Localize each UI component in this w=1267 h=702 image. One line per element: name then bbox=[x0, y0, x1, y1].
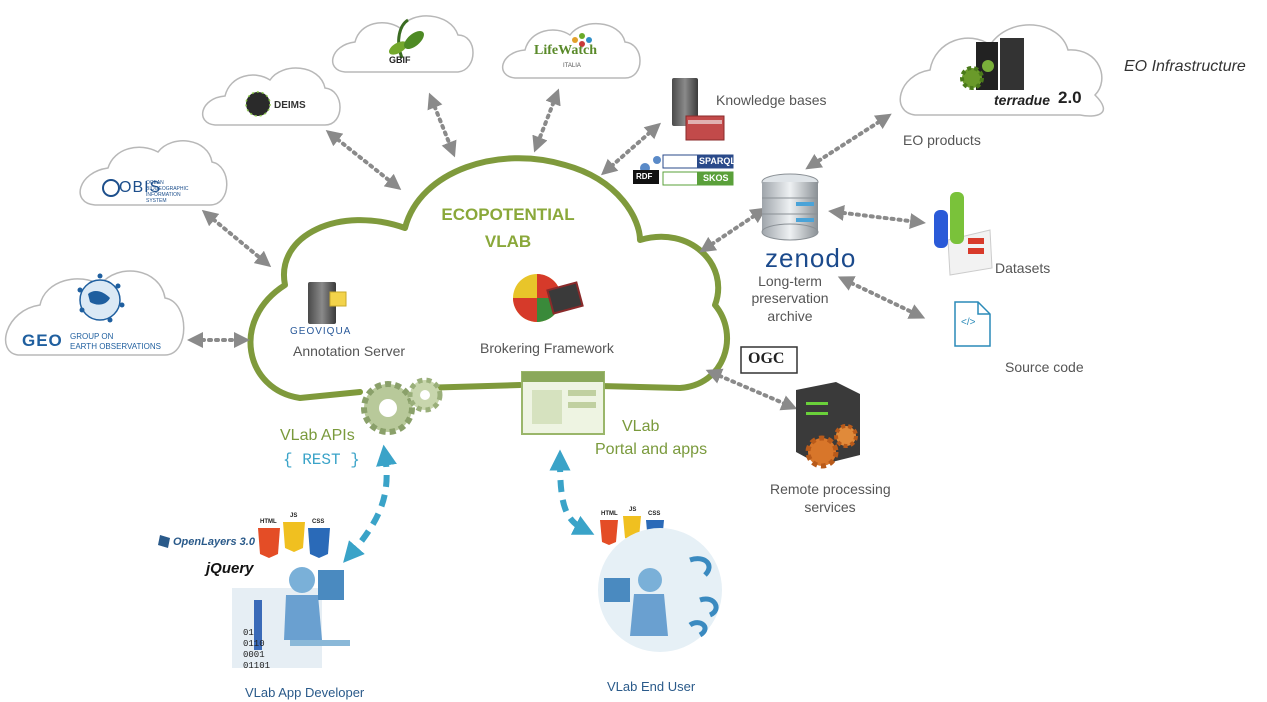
geoviqua-label: GEOVIQUA bbox=[290, 326, 352, 337]
browser-window-icon bbox=[521, 371, 605, 435]
deims-cloud bbox=[201, 67, 341, 126]
binary-line-3: 0001 bbox=[243, 650, 265, 660]
obis-globe-icon bbox=[102, 179, 120, 197]
file-code-icon bbox=[954, 301, 991, 347]
portal-label-line1: VLab bbox=[622, 418, 660, 435]
eo-infrastructure-label: EO Infrastructure bbox=[1124, 58, 1246, 75]
geo-globe-icon bbox=[77, 273, 125, 323]
obis-label: OBIS bbox=[119, 179, 162, 196]
archive-label-line3: archive bbox=[767, 308, 813, 324]
deims-label: DEIMS bbox=[274, 100, 306, 111]
vlab-apis-label: VLab APIs bbox=[280, 427, 355, 444]
obis-cloud bbox=[79, 140, 228, 206]
rdf-label: RDF bbox=[636, 172, 653, 181]
binary-line-1: 01 bbox=[243, 628, 254, 638]
binary-line-2: 0110 bbox=[243, 639, 265, 649]
terradue-version-label: 2.0 bbox=[1058, 88, 1082, 107]
lifewatch-cloud bbox=[501, 23, 641, 79]
terradue-server-icon bbox=[960, 38, 1024, 90]
css-label-2: CSS bbox=[648, 511, 661, 517]
user-arrows bbox=[343, 444, 595, 563]
skos-label: SKOS bbox=[703, 173, 729, 183]
lifewatch-sub-label: ITALIA bbox=[563, 63, 581, 69]
datasets-label: Datasets bbox=[995, 260, 1051, 276]
ogc-logo-box bbox=[740, 346, 798, 374]
end-user-icon bbox=[598, 528, 722, 652]
jquery-label: jQuery bbox=[206, 560, 254, 577]
gbif-label: GBIF bbox=[389, 55, 411, 65]
file-code-glyph: </> bbox=[961, 317, 976, 328]
knowledge-server-icon bbox=[633, 78, 734, 186]
sparql-label: SPARQL bbox=[699, 156, 736, 166]
deims-globe-icon bbox=[245, 91, 271, 117]
css-label: CSS bbox=[312, 519, 325, 525]
remote-server-icon bbox=[796, 382, 860, 469]
geo-sub1-label: GROUP ON bbox=[70, 332, 114, 341]
ogc-label: OGC bbox=[748, 350, 785, 367]
database-icon bbox=[761, 173, 819, 241]
user-at-desk-icon bbox=[232, 567, 350, 668]
annotation-server-icon bbox=[308, 282, 347, 324]
end-user-label: VLab End User bbox=[607, 679, 696, 694]
annotation-server-label: Annotation Server bbox=[293, 343, 406, 359]
zenodo-label: zenodo bbox=[765, 243, 857, 273]
html-label: HTML bbox=[260, 519, 277, 525]
rest-label: { REST } bbox=[283, 451, 360, 469]
binary-line-4: 01101 bbox=[243, 661, 271, 671]
developer-label: VLab App Developer bbox=[245, 685, 365, 700]
portal-label-line2: Portal and apps bbox=[595, 441, 708, 458]
connection-arrows bbox=[187, 88, 926, 411]
html-label-2: HTML bbox=[601, 511, 618, 517]
main-cloud bbox=[247, 155, 731, 401]
vlab-title-line1: ECOPOTENTIAL bbox=[441, 205, 575, 224]
vlab-title-line2: VLAB bbox=[484, 232, 532, 251]
obis-sub-label: OCEAN BIOGEOGRAPHIC INFORMATION SYSTEM bbox=[146, 180, 189, 204]
remote-processing-label-line1: Remote processing bbox=[770, 481, 891, 497]
gbif-logo bbox=[388, 18, 424, 59]
lifewatch-label: LifeWatch bbox=[534, 43, 597, 58]
gear-icon bbox=[361, 377, 443, 435]
chart-icon bbox=[934, 192, 993, 276]
lifewatch-logo bbox=[572, 33, 592, 47]
terradue-label: terradue bbox=[994, 92, 1051, 108]
knowledge-bases-label: Knowledge bases bbox=[716, 92, 827, 108]
openlayers-icon bbox=[158, 535, 170, 548]
geo-label: GEO bbox=[22, 331, 63, 350]
geo-sub2-label: EARTH OBSERVATIONS bbox=[70, 342, 161, 351]
remote-processing-label-line2: services bbox=[804, 499, 856, 515]
source-code-label: Source code bbox=[1005, 359, 1084, 375]
archive-label-line2: preservation bbox=[751, 290, 829, 306]
puzzle-icon bbox=[513, 274, 584, 322]
archive-label-line1: Long-term bbox=[758, 273, 822, 289]
js-label: JS bbox=[290, 513, 298, 519]
openlayers-label: OpenLayers 3.0 bbox=[173, 536, 255, 548]
brokering-framework-label: Brokering Framework bbox=[480, 340, 614, 356]
eo-products-label: EO products bbox=[903, 132, 981, 148]
js-label-2: JS bbox=[629, 507, 637, 513]
